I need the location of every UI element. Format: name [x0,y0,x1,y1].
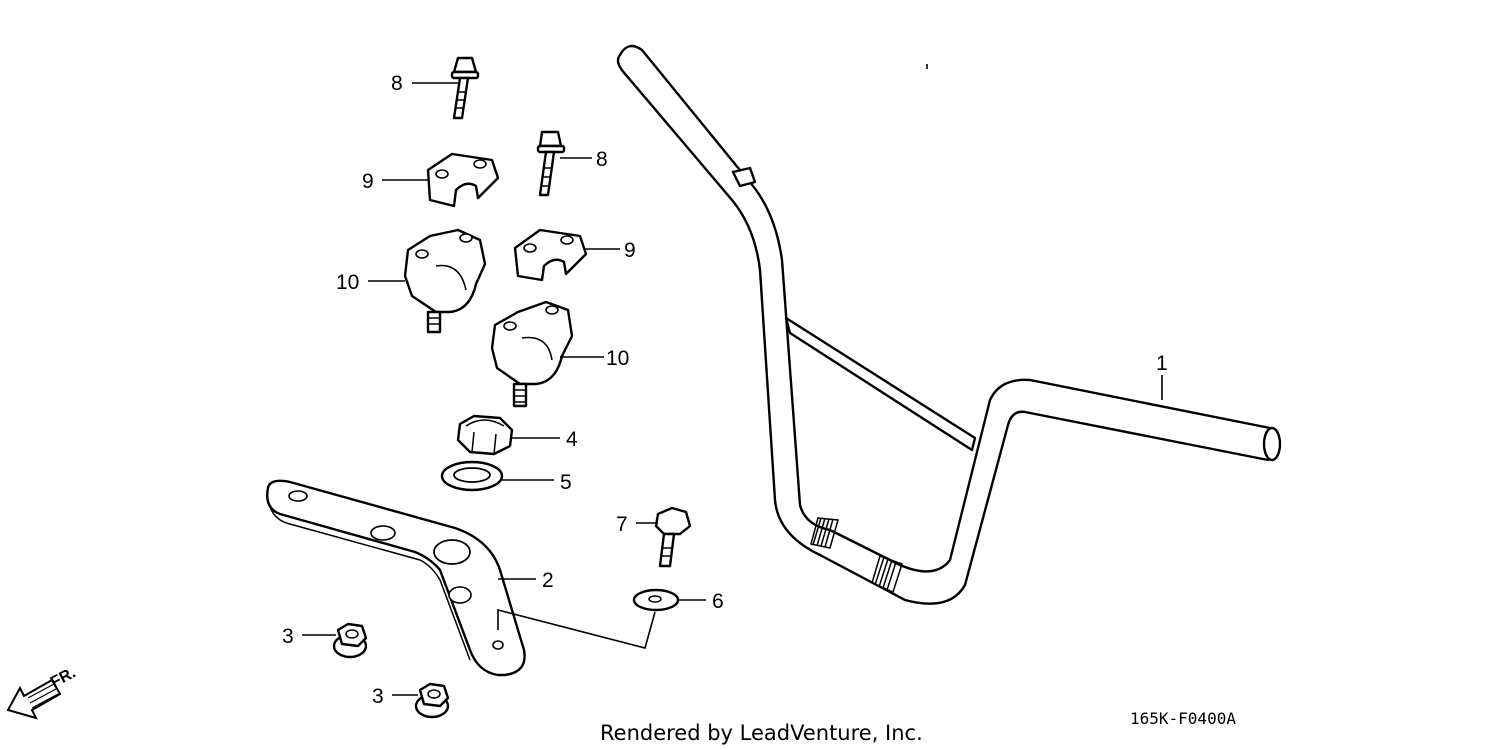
callout-4: 4 [566,428,578,451]
bracket-plate-2[interactable] [266,479,526,677]
upper-holder-9-right[interactable] [513,228,588,282]
cap-nut-4[interactable] [456,414,514,456]
callout-3-lower: 3 [372,685,384,708]
callout-8-upper: 8 [391,72,403,95]
callout-1: 1 [1156,352,1168,375]
knurl-right [871,555,903,594]
upper-holder-9-left[interactable] [426,152,500,208]
callout-2: 2 [542,569,554,592]
bolt-8-lower[interactable] [536,130,566,197]
bolt-7[interactable] [654,506,692,568]
washer-6[interactable] [632,588,680,612]
flange-nut-3-upper[interactable] [332,622,368,659]
knurl-left [810,517,839,549]
bolt-8-upper[interactable] [450,56,480,120]
callout-5: 5 [560,471,572,494]
render-credit: Rendered by LeadVenture, Inc. [600,721,923,745]
callout-9-right: 9 [624,239,636,262]
lower-holder-10-right[interactable] [490,300,574,408]
flange-nut-3-lower[interactable] [414,682,450,719]
callout-7: 7 [616,513,628,536]
callout-10-right: 10 [606,347,629,370]
washer-5[interactable] [440,460,504,492]
front-direction-arrow-icon [6,678,62,720]
callout-8-lower: 8 [596,148,608,171]
drawing-code: 165K-F0400A [1130,709,1236,728]
lower-holder-10-left[interactable] [403,228,487,334]
callout-3-upper: 3 [282,625,294,648]
callout-10-left: 10 [336,271,359,294]
callout-6: 6 [712,590,724,613]
callout-9-left: 9 [362,170,374,193]
handlebar[interactable] [616,44,1282,605]
assembly-link-line [497,608,656,649]
